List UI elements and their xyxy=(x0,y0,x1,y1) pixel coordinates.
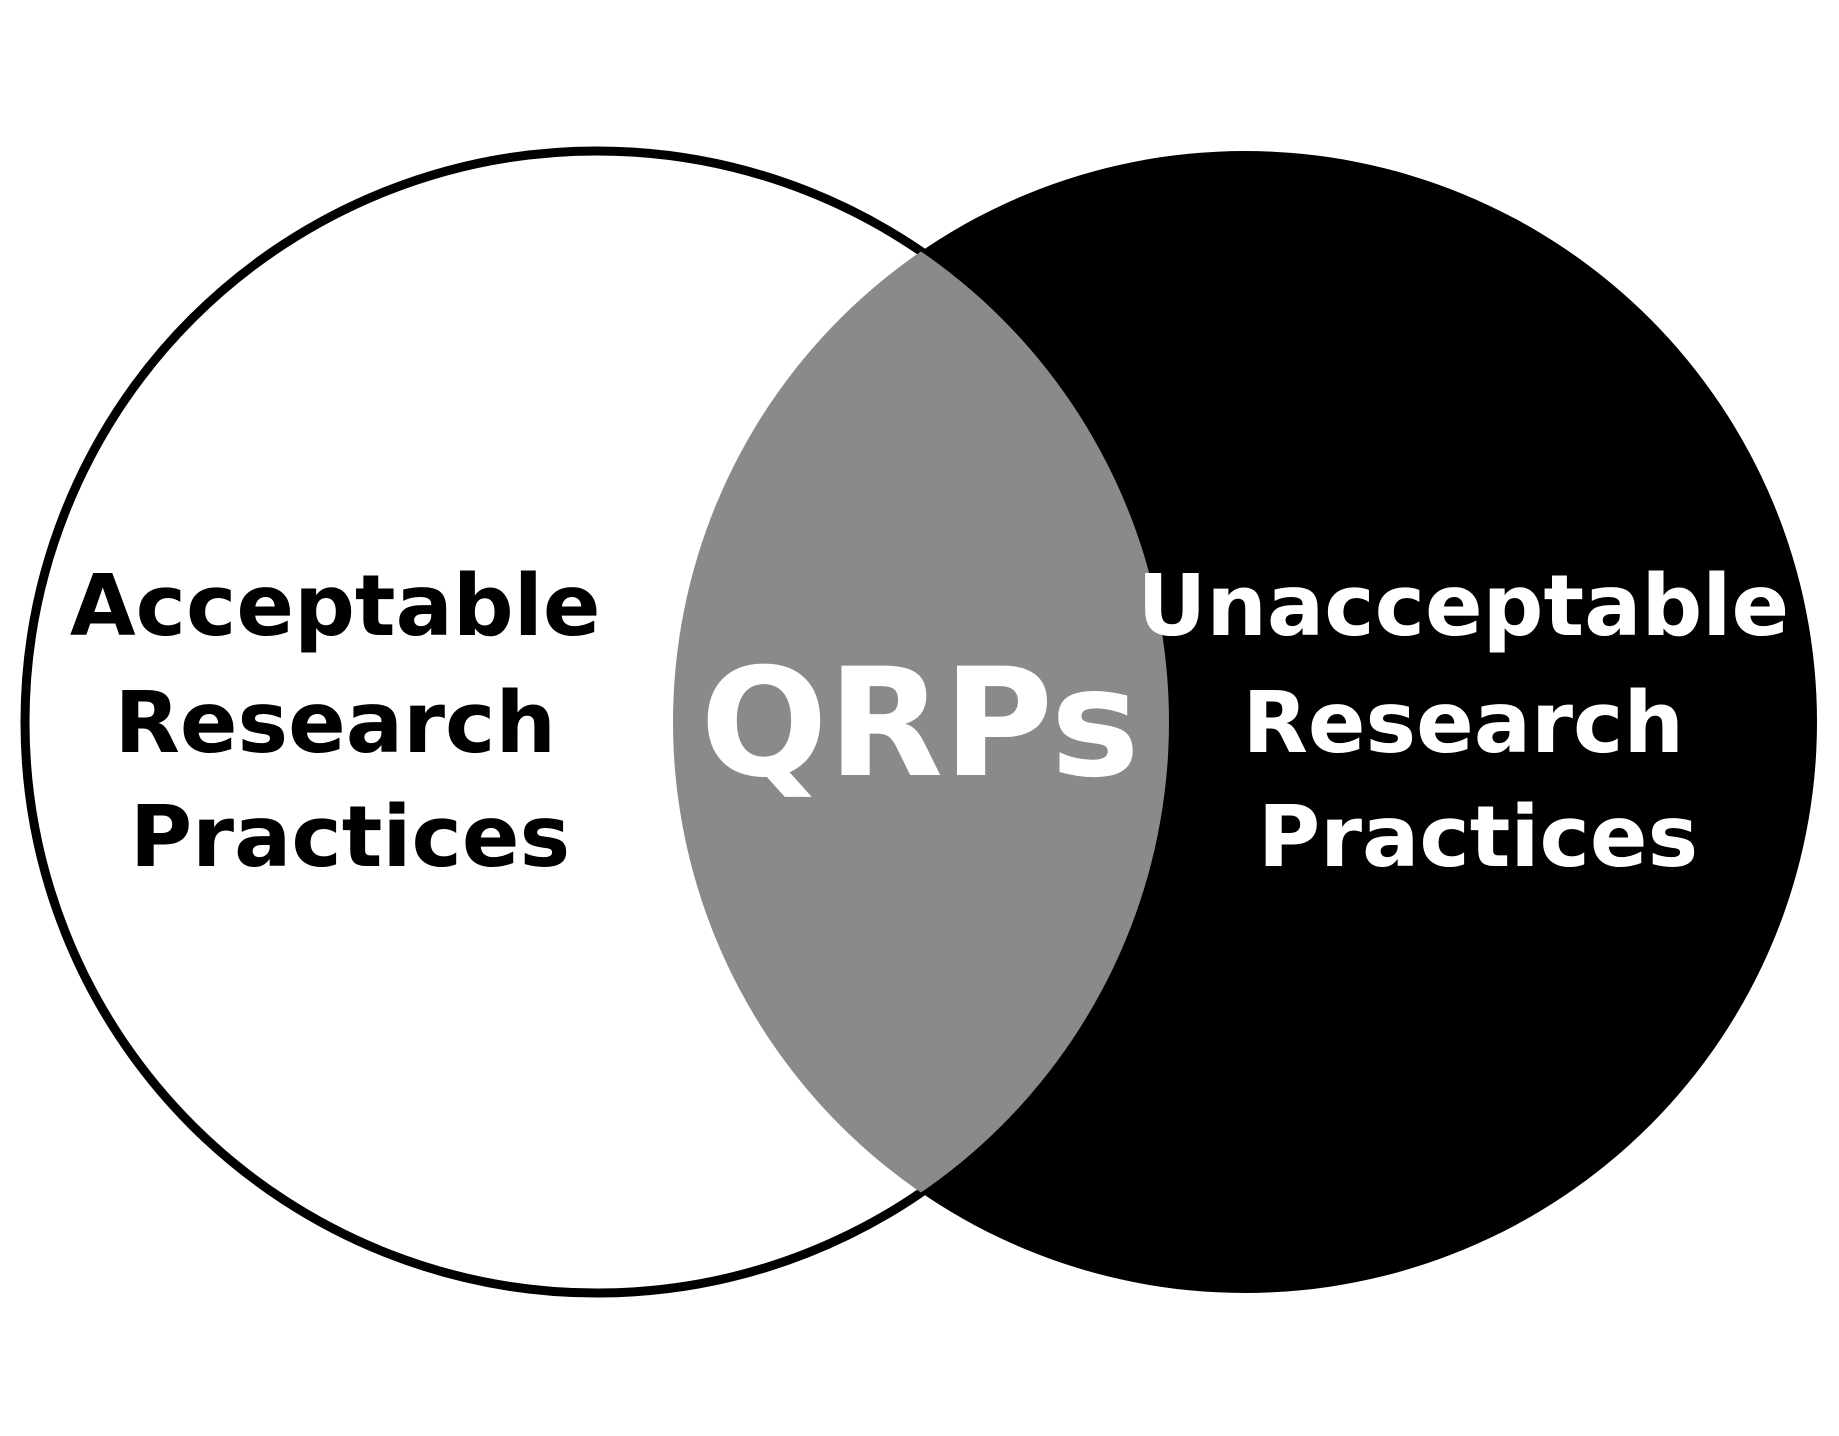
right-label-line-3: Practices xyxy=(1258,788,1698,887)
right-set-label: Unacceptable Research Practices xyxy=(1137,557,1818,887)
right-label-line-2: Research xyxy=(1242,674,1684,773)
right-label-line-1: Unacceptable xyxy=(1137,557,1789,656)
left-label-line-1: Acceptable xyxy=(70,557,601,656)
left-label-line-3: Practices xyxy=(130,788,570,887)
overlap-label: QRPs xyxy=(700,637,1140,811)
left-label-line-2: Research xyxy=(114,674,556,773)
overlap-region xyxy=(673,151,1169,1293)
left-set-label: Acceptable Research Practices xyxy=(70,557,630,887)
